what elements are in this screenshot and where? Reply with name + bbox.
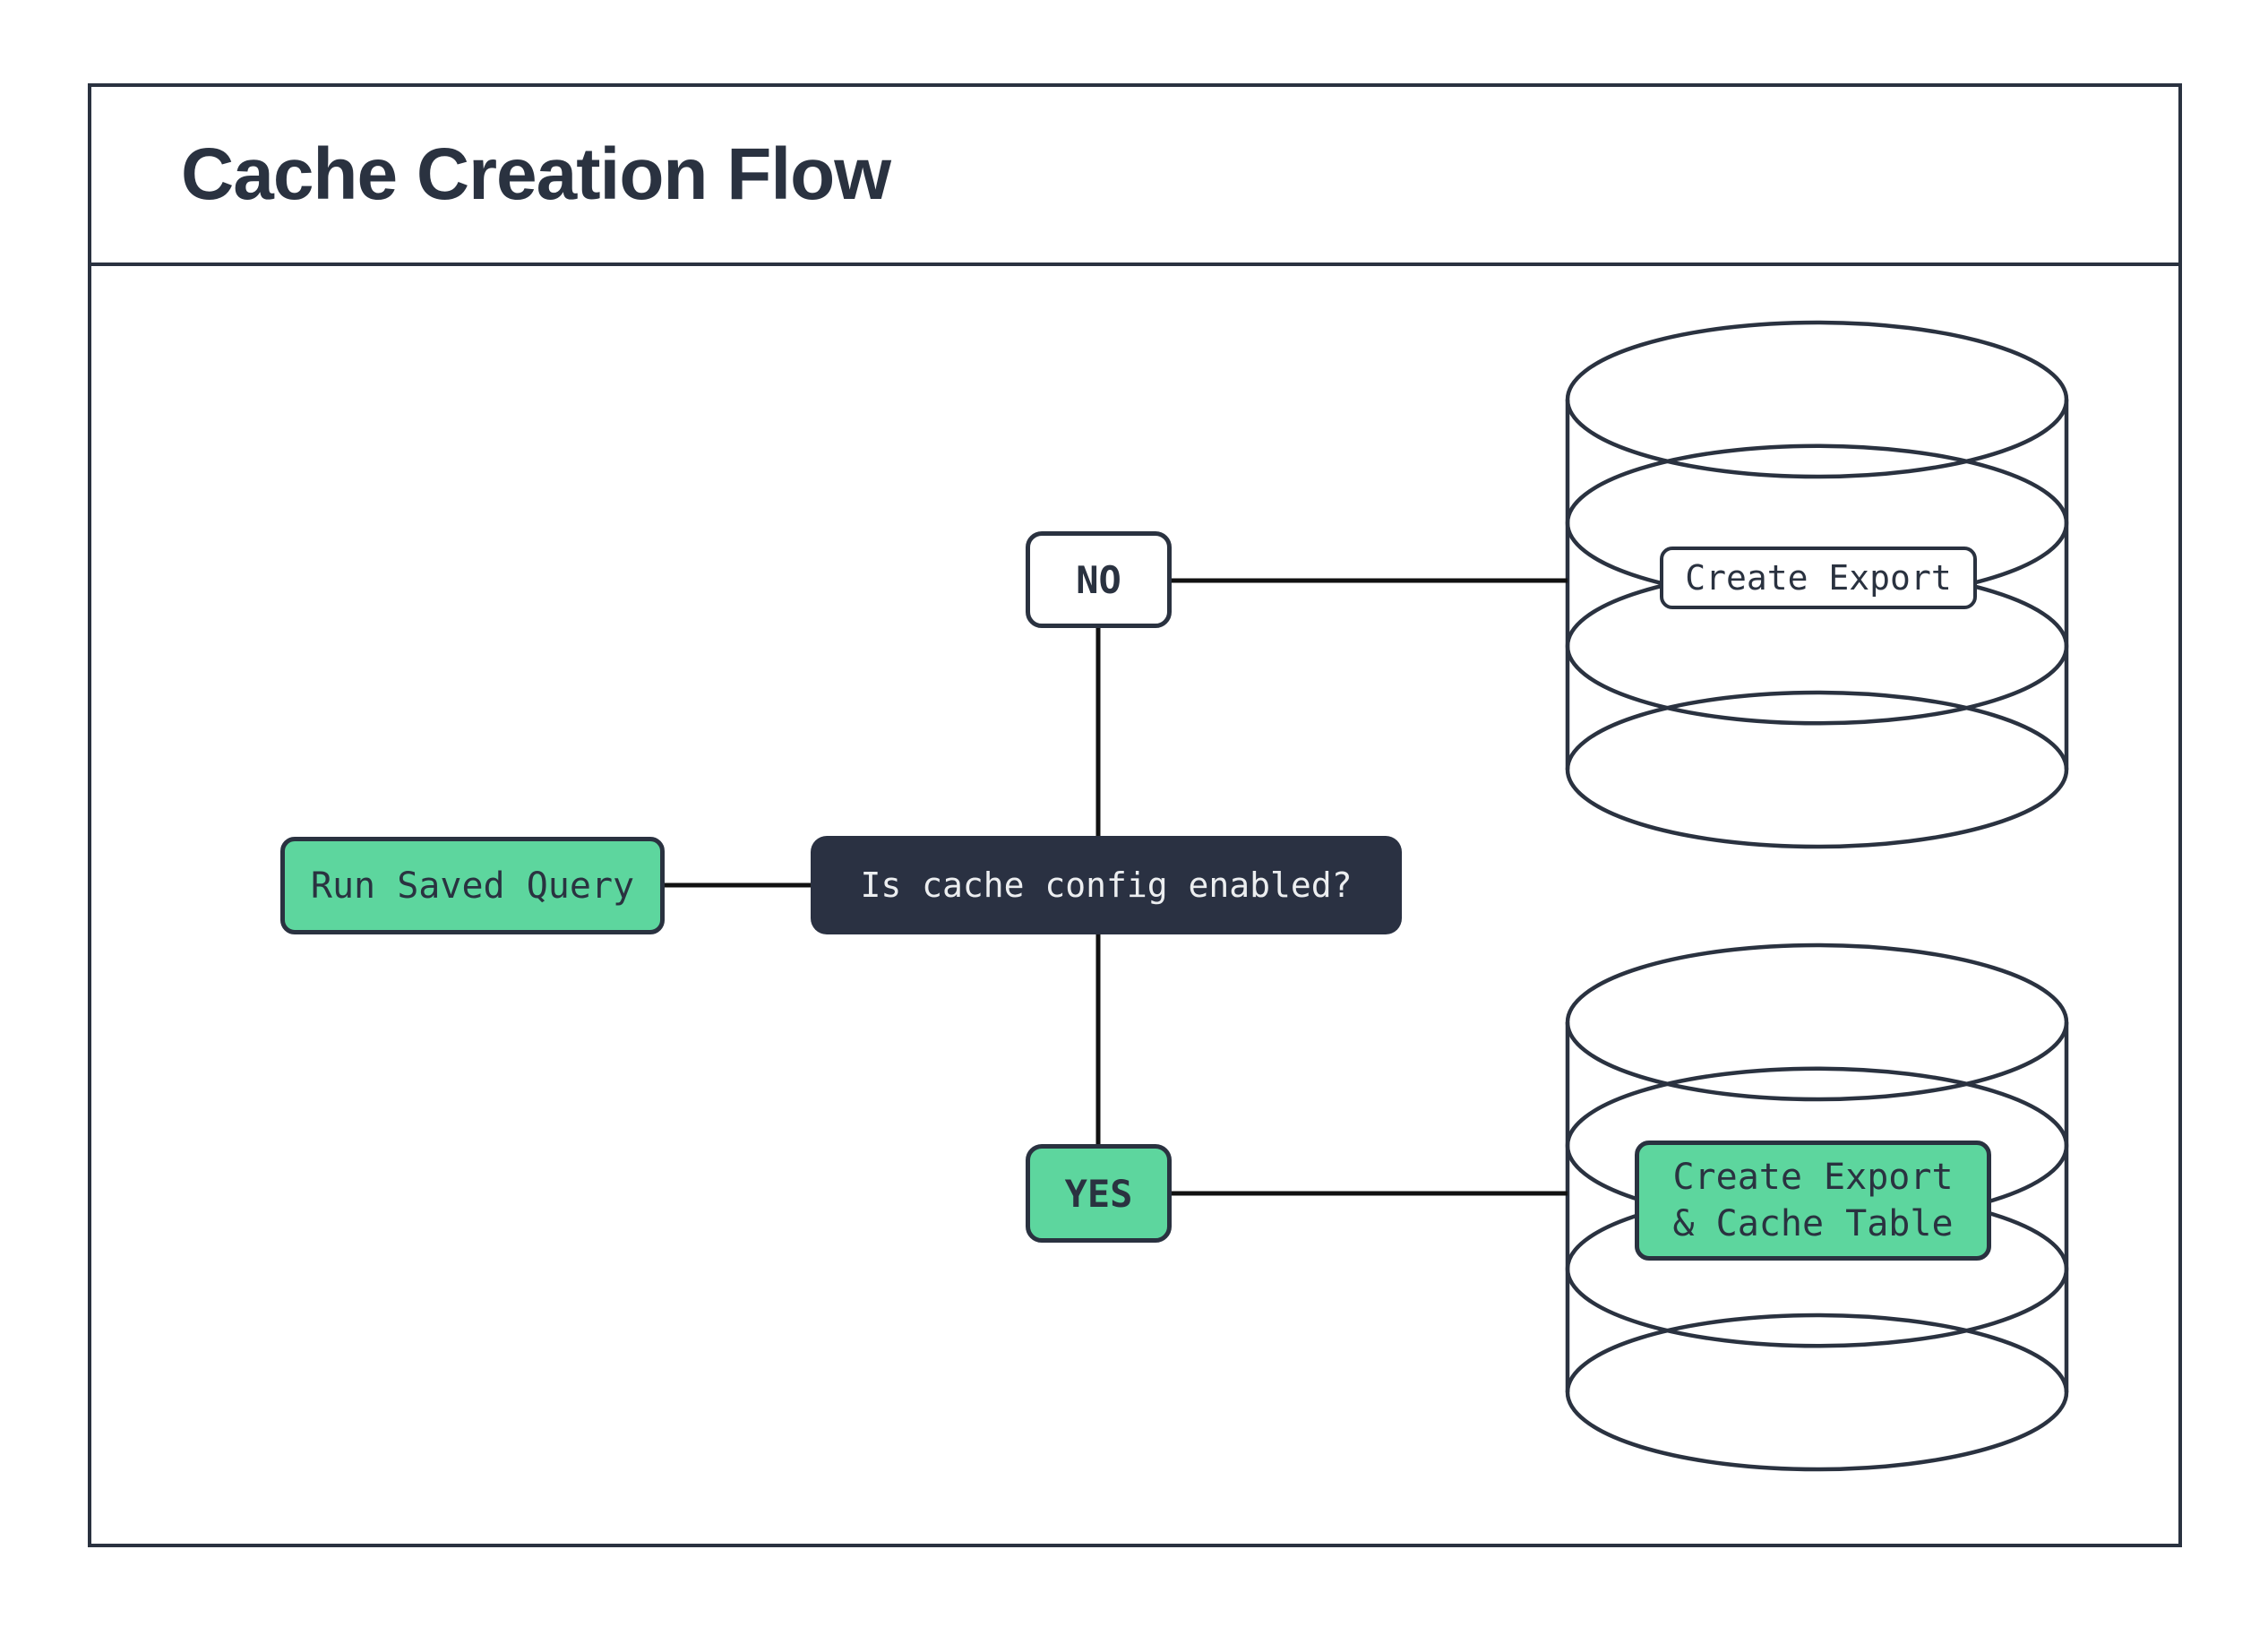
no-branch-label: NO (1076, 557, 1121, 602)
yes-branch-node: YES (1026, 1144, 1172, 1243)
no-branch-node: NO (1026, 531, 1172, 628)
start-node: Run Saved Query (280, 837, 665, 934)
diagram-header: Cache Creation Flow (91, 87, 2178, 266)
page-title: Cache Creation Flow (181, 133, 891, 215)
database-icon-yes-branch (1565, 943, 2069, 1472)
create-export-cache-label: Create Export & Cache Table (1672, 1157, 1954, 1244)
create-export-cache-node: Create Export & Cache Table (1635, 1141, 1991, 1261)
decision-node-label: Is cache config enabled? (860, 865, 1353, 905)
create-export-label: Create Export (1685, 558, 1952, 598)
diagram-frame: Cache Creation Flow (88, 83, 2182, 1547)
start-node-label: Run Saved Query (310, 865, 635, 907)
yes-branch-label: YES (1064, 1171, 1133, 1216)
decision-node: Is cache config enabled? (811, 836, 1402, 934)
create-export-node: Create Export (1660, 547, 1977, 609)
